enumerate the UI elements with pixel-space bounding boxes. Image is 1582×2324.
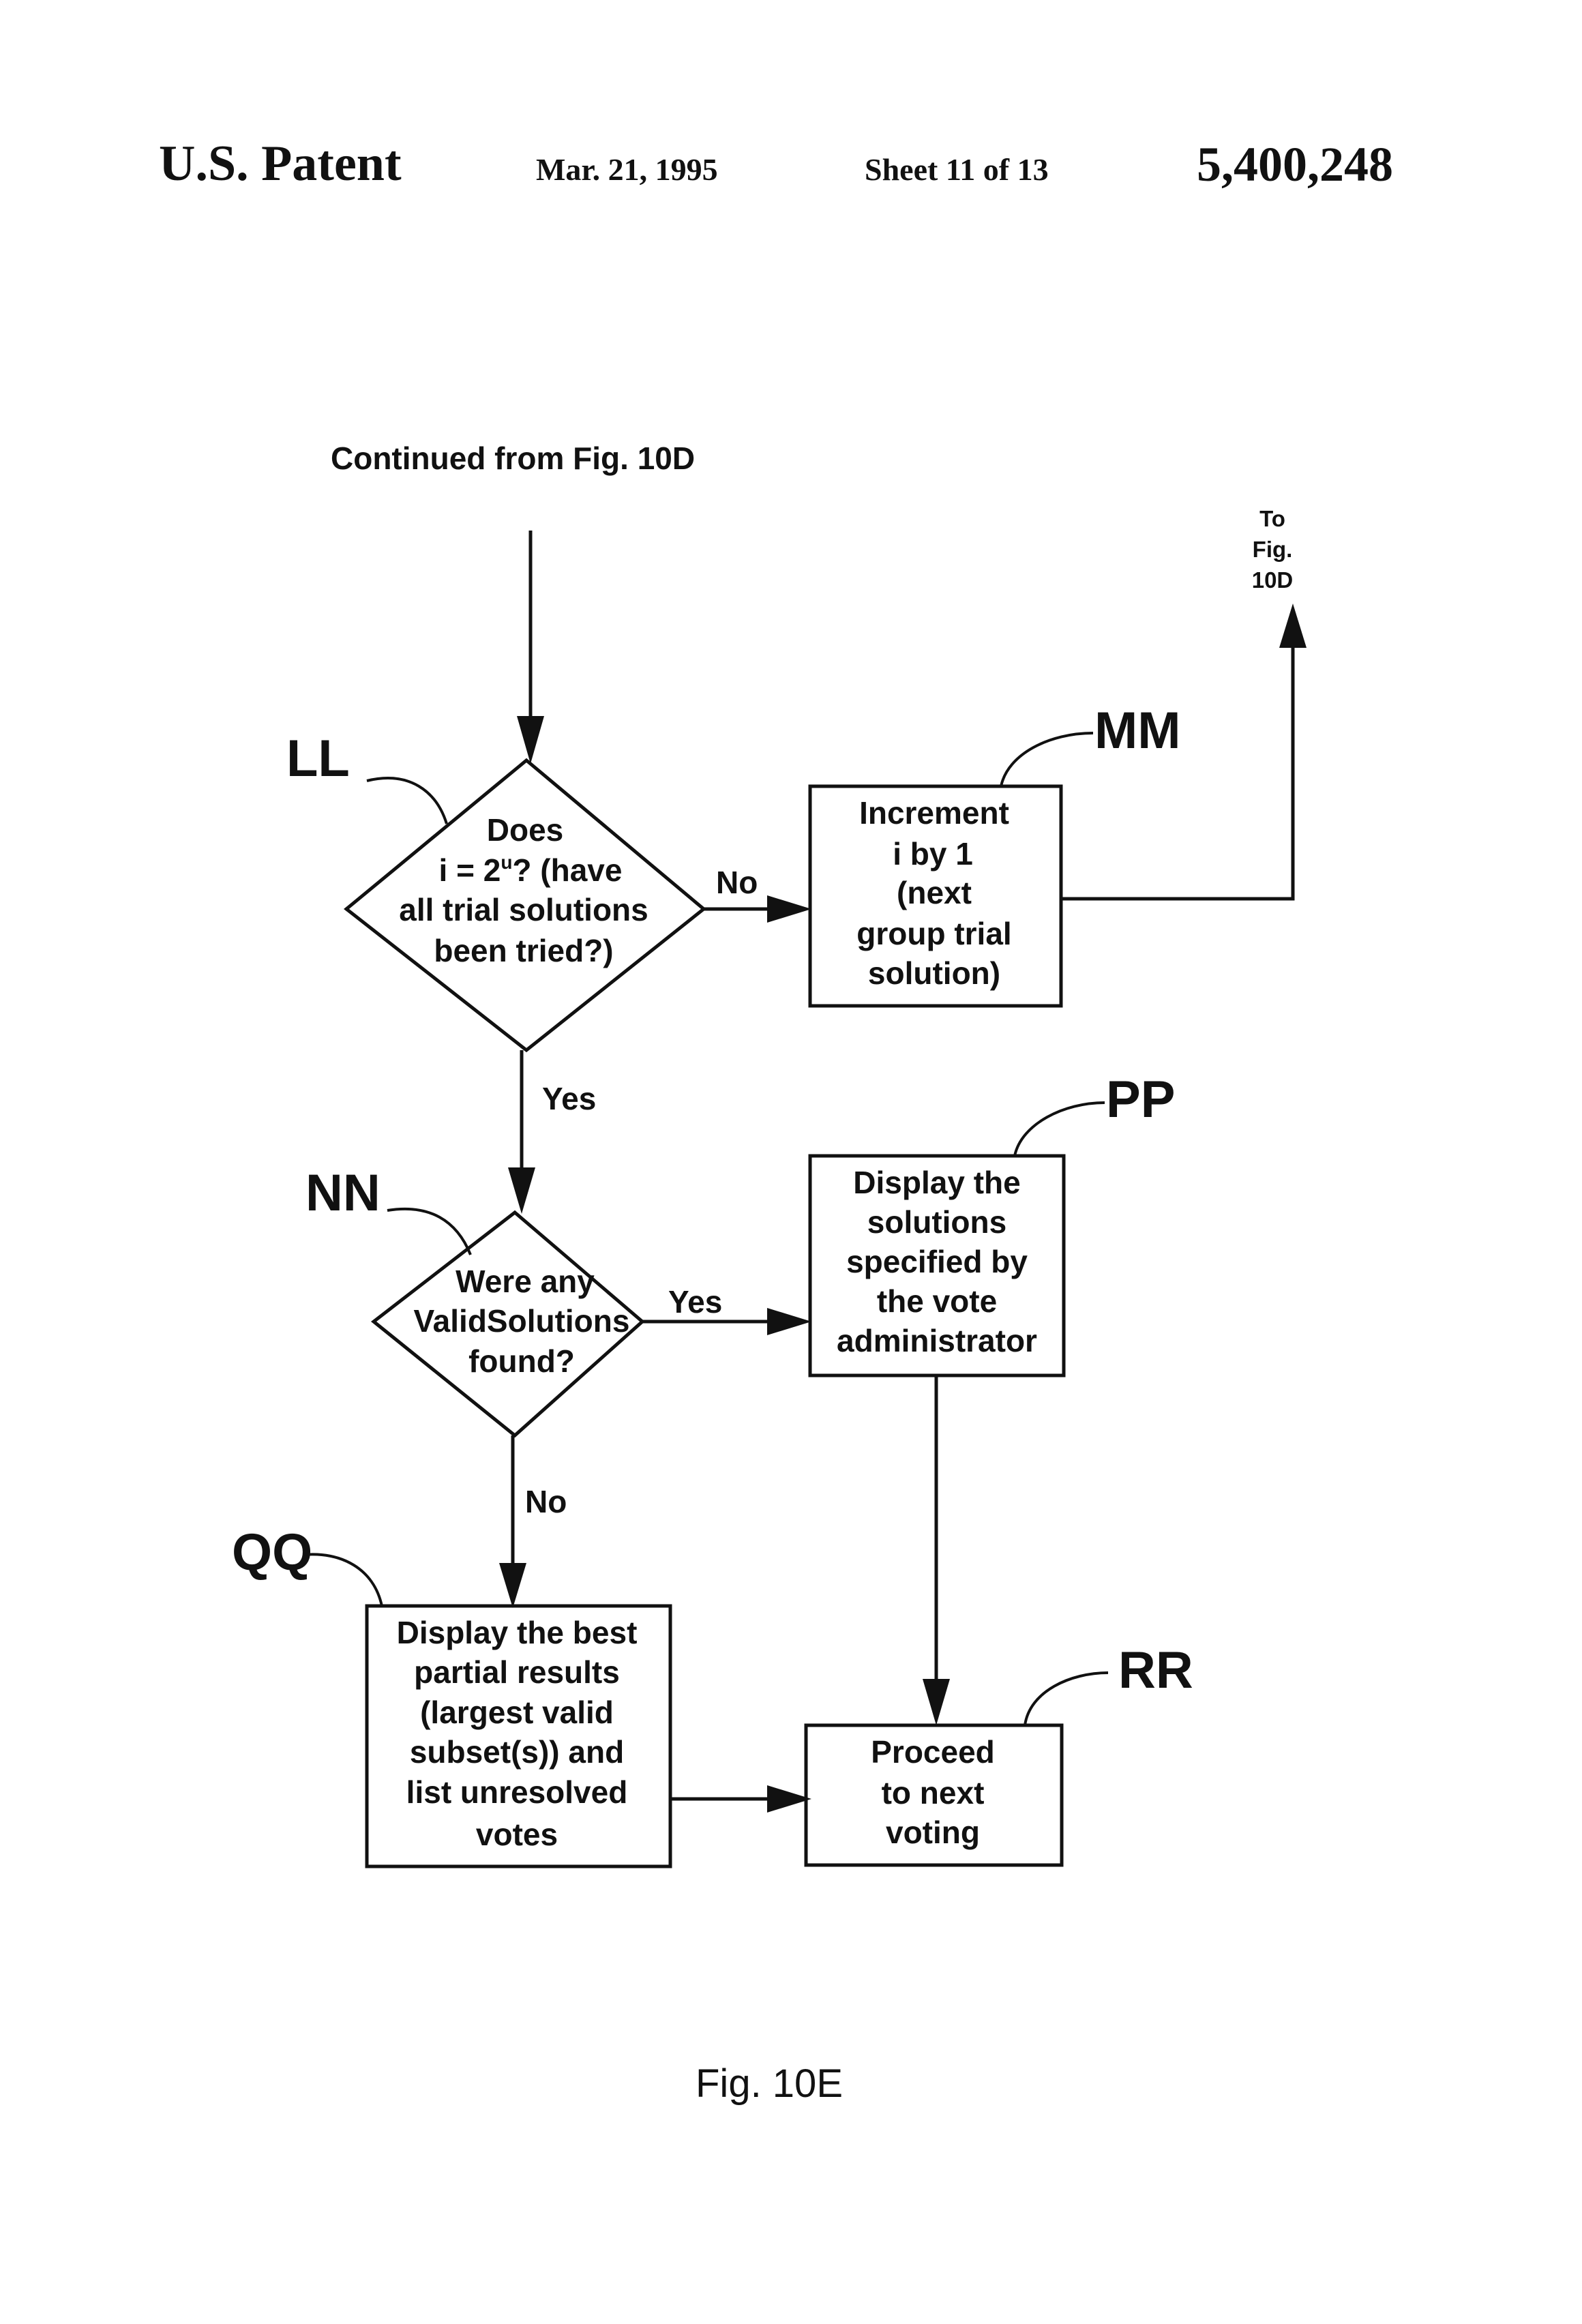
nn-no-arrow <box>499 1435 526 1608</box>
rr-text-line: Proceed <box>871 1734 995 1770</box>
ll-text-line: been tried?) <box>434 933 613 968</box>
qq-ref-label: QQ <box>232 1523 312 1581</box>
nn-decision: Were any ValidSolutions found? <box>374 1212 642 1435</box>
mm-text-line: Increment <box>859 795 1009 831</box>
pp-ref-label: PP <box>1106 1071 1175 1129</box>
ll-text-line: i = 2u? (have <box>439 852 623 888</box>
mm-process: Increment i by 1 (next group trial solut… <box>810 786 1061 1006</box>
pp-to-rr-arrow <box>923 1375 950 1725</box>
mm-ref-label: MM <box>1094 702 1181 760</box>
qq-text-line: votes <box>476 1817 558 1852</box>
ll-no-label: No <box>716 865 758 900</box>
ll-yes-arrow <box>508 1050 535 1214</box>
qq-text-line: list unresolved <box>406 1774 628 1810</box>
rr-text-line: voting <box>886 1815 980 1850</box>
nn-yes-label: Yes <box>668 1284 722 1320</box>
ll-text-line: Does <box>487 812 563 848</box>
mm-text-line: (next <box>897 875 972 910</box>
to-fig-line: Fig. <box>1253 537 1293 562</box>
pp-text-line: administrator <box>837 1323 1037 1358</box>
qq-to-rr-arrow <box>670 1785 811 1813</box>
pp-leader <box>1015 1103 1105 1156</box>
nn-no-label: No <box>525 1484 567 1519</box>
mm-text-line: group trial <box>856 916 1011 951</box>
pp-text-line: the vote <box>877 1283 997 1319</box>
rr-process: Proceed to next voting <box>806 1725 1062 1865</box>
pp-text-line: Display the <box>853 1165 1020 1200</box>
to-fig-line: 10D <box>1252 567 1294 593</box>
to-fig-line: To <box>1259 506 1285 531</box>
pp-text-line: solutions <box>867 1204 1006 1240</box>
mm-text-line: i by 1 <box>893 836 973 872</box>
qq-leader <box>303 1554 382 1606</box>
pp-process: Display the solutions specified by the v… <box>810 1156 1064 1375</box>
qq-process: Display the best partial results (larges… <box>367 1606 670 1866</box>
nn-text-line: Were any <box>456 1264 595 1299</box>
rr-ref-label: RR <box>1118 1641 1193 1699</box>
figure-caption: Fig. 10E <box>696 2061 843 2106</box>
ll-yes-label: Yes <box>542 1081 596 1116</box>
mm-leader <box>1001 733 1093 786</box>
nn-text-line: found? <box>468 1343 575 1379</box>
qq-text-line: (largest valid <box>420 1695 614 1730</box>
ll-leader <box>367 778 447 824</box>
pp-text-line: specified by <box>846 1244 1028 1279</box>
nn-text-line: ValidSolutions <box>414 1303 630 1339</box>
rr-text-line: to next <box>882 1775 985 1811</box>
nn-ref-label: NN <box>305 1164 380 1222</box>
nn-leader <box>387 1209 471 1255</box>
rr-leader <box>1025 1673 1108 1725</box>
entry-arrow <box>517 531 544 764</box>
qq-text-line: partial results <box>414 1654 620 1690</box>
ll-text-line: all trial solutions <box>399 892 648 927</box>
qq-text-line: Display the best <box>397 1615 638 1650</box>
ll-ref-label: LL <box>286 730 350 788</box>
qq-text-line: subset(s)) and <box>410 1734 624 1770</box>
ll-decision: Does i = 2u? (have all trial solutions b… <box>346 760 704 1050</box>
to-fig-label: To Fig. 10D <box>1252 506 1294 593</box>
continued-from-label: Continued from Fig. 10D <box>331 441 695 476</box>
mm-text-line: solution) <box>868 955 1000 991</box>
